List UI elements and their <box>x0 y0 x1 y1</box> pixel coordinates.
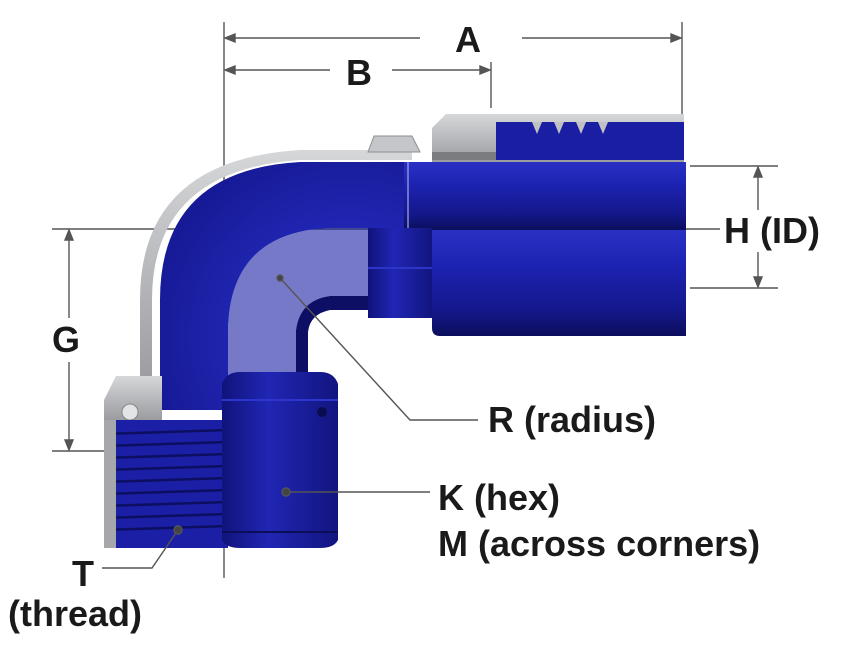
leader-hex-dot <box>281 487 291 497</box>
elbow-body <box>160 162 412 410</box>
label-hex: K (hex) <box>438 477 561 518</box>
arrow-g-bottom <box>63 439 75 452</box>
elbow-inner-bend <box>228 228 372 410</box>
leader-thread-dot <box>173 525 183 535</box>
arrow-h-bottom <box>752 276 764 289</box>
arrow-a-left <box>223 32 236 44</box>
label-h-id: H (ID) <box>724 210 820 251</box>
straight-tube-upper <box>404 162 686 230</box>
arrow-g-top <box>63 228 75 241</box>
swivel-shell-top <box>104 376 162 420</box>
label-thread-word: (thread) <box>8 593 142 634</box>
label-radius: R (radius) <box>488 399 657 440</box>
thread-ridges <box>103 428 229 532</box>
label-across-corners: M (across corners) <box>438 523 761 564</box>
middle-hex <box>368 228 432 318</box>
hex-nut-pin <box>317 407 327 417</box>
arrow-b-left <box>223 64 236 76</box>
label-thread-letter: T <box>72 553 94 594</box>
label-a: A <box>455 19 481 60</box>
leader-radius <box>279 277 478 421</box>
socket-threads <box>432 122 684 160</box>
arrow-h-top <box>752 165 764 178</box>
hose-socket-lower <box>432 230 686 336</box>
swivel-ball <box>121 403 139 421</box>
leader-thread <box>102 529 179 569</box>
arrow-b-right <box>479 64 492 76</box>
thread-edge-gray <box>104 420 116 548</box>
arrow-a-right <box>670 32 683 44</box>
leader-radius-dot <box>276 274 284 282</box>
hex-nut <box>222 372 338 548</box>
label-g: G <box>52 319 81 360</box>
top-nut <box>367 135 421 153</box>
leader-lines <box>102 274 478 569</box>
label-b: B <box>346 52 372 93</box>
